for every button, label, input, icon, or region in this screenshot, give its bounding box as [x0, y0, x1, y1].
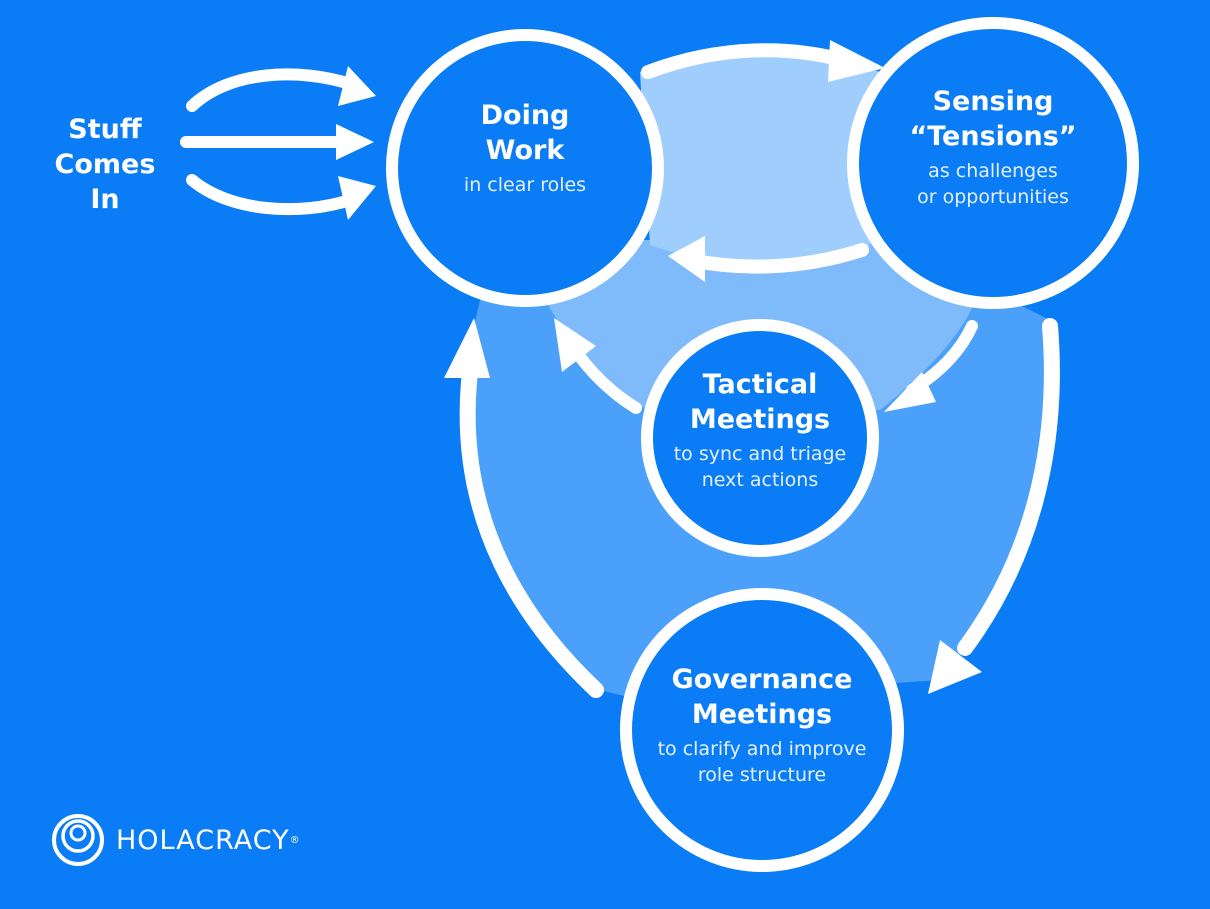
governance-circle [620, 588, 904, 872]
governance-title: Governance Meetings [637, 662, 887, 732]
doing-work-title-line1: Doing [480, 100, 570, 131]
tactical-title-line1: Tactical [702, 369, 818, 400]
top-connector-band [640, 49, 880, 264]
tactical-title: Tactical Meetings [655, 367, 865, 437]
tactical-title-line2: Meetings [689, 404, 831, 435]
arrow-sensing-to-doing-head [668, 236, 705, 282]
arrow-tactical-to-doing-head [554, 318, 596, 372]
arrow-sensing-to-governance-head [928, 640, 982, 694]
arrow-sensing-to-governance [957, 318, 1060, 656]
arrow-sensing-to-tactical-head [884, 372, 936, 412]
intake-arrow-top [186, 68, 356, 112]
tactical-subtitle-line1: to sync and triage [673, 443, 847, 465]
doing-work-circle [386, 29, 664, 307]
governance-title-line1: Governance [671, 664, 853, 695]
doing-work-subtitle: in clear roles [463, 174, 587, 196]
governance-node: Governance Meetings to clarify and impro… [637, 662, 887, 788]
holacracy-logo: HOLACRACY® [50, 812, 300, 868]
intake-arrow-bottom [186, 174, 356, 216]
sensing-subtitle-line1: as challenges [928, 160, 1058, 182]
stuff-label-line1: Stuff [68, 114, 142, 145]
stuff-label-line2: Comes In [54, 149, 156, 215]
arrow-doing-to-sensing [641, 43, 857, 79]
sensing-title-line1: Sensing [932, 86, 1054, 117]
arrow-sensing-to-doing [683, 243, 869, 274]
tactical-circle [641, 319, 879, 557]
holacracy-wordmark: HOLACRACY [116, 824, 290, 856]
sensing-circle [847, 17, 1139, 309]
sensing-title-line2: “Tensions” [909, 121, 1077, 152]
sensing-subtitle-line2: or opportunities [917, 186, 1069, 208]
governance-subtitle-line2: role structure [697, 764, 827, 786]
tactical-subtitle-line2: next actions [701, 469, 819, 491]
arrow-doing-to-sensing-head [828, 40, 885, 82]
holacracy-spiral-icon [52, 814, 104, 866]
intake-arrow-bottom-head [338, 176, 376, 220]
arrow-governance-to-doing [459, 364, 604, 698]
tactical-subtitle: to sync and triage next actions [655, 441, 865, 493]
governance-subtitle: to clarify and improve role structure [637, 736, 887, 788]
arrow-governance-to-doing-head [444, 318, 490, 378]
registered-mark: ® [289, 834, 300, 846]
doing-work-title: Doing Work [425, 98, 625, 168]
doing-work-node: Doing Work in clear roles [425, 98, 625, 198]
stuff-comes-in-label: Stuff Comes In [40, 112, 170, 217]
tactical-node: Tactical Meetings to sync and triage nex… [655, 367, 865, 493]
sensing-subtitle: as challenges or opportunities [883, 158, 1103, 210]
governance-title-line2: Meetings [691, 699, 833, 730]
sensing-title: Sensing “Tensions” [883, 84, 1103, 154]
doing-work-title-line2: Work [485, 135, 565, 166]
intake-arrow-top-head [338, 66, 376, 106]
sensing-node: Sensing “Tensions” as challenges or oppo… [883, 84, 1103, 210]
governance-subtitle-line1: to clarify and improve [657, 738, 867, 760]
intake-arrow-middle-head [336, 124, 374, 160]
